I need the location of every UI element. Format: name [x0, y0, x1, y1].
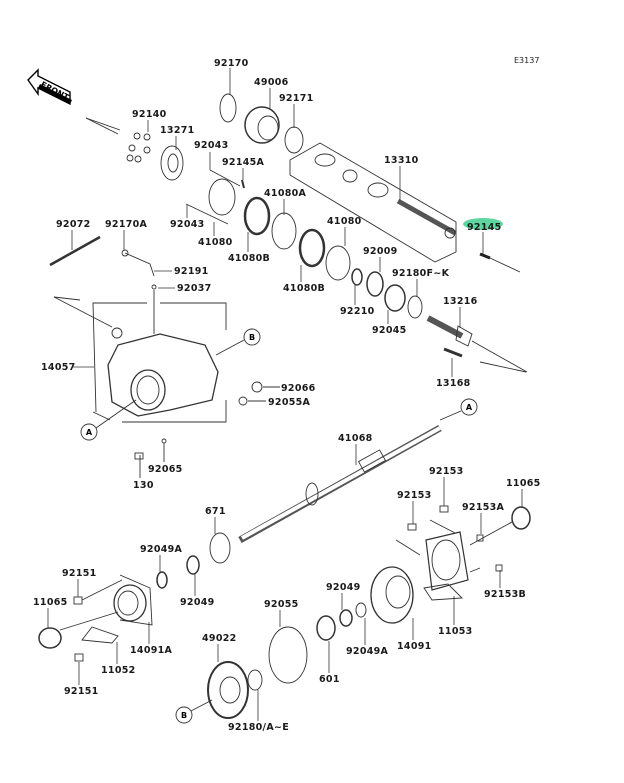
part-label-13168[interactable]: 13168 [436, 378, 471, 389]
part-label-92043[interactable]: 92043 [194, 140, 229, 151]
part-label-92049[interactable]: 92049 [180, 597, 215, 608]
part-label-14091a[interactable]: 14091A [130, 645, 173, 656]
part-label-92066[interactable]: 92066 [281, 383, 316, 394]
part-label-92049a[interactable]: 92049A [140, 544, 183, 555]
part-label-11065[interactable]: 11065 [506, 478, 541, 489]
part-label-92049a[interactable]: 92049A [346, 646, 389, 657]
part-label-13216[interactable]: 13216 [443, 296, 478, 307]
part-label-41080[interactable]: 41080 [327, 216, 362, 227]
part-label-11053[interactable]: 11053 [438, 626, 473, 637]
part-label-92153a[interactable]: 92153A [462, 502, 505, 513]
part-label-92065[interactable]: 92065 [148, 464, 183, 475]
ref-marker-a: A [86, 428, 93, 437]
part-label-92151[interactable]: 92151 [62, 568, 97, 579]
part-label-92145a[interactable]: 92145A [222, 157, 265, 168]
part-label-13310[interactable]: 13310 [384, 155, 419, 166]
ref-marker-b: B [181, 711, 187, 720]
part-label-14091[interactable]: 14091 [397, 641, 432, 652]
highlight-marker [463, 218, 503, 230]
part-label-92153b[interactable]: 92153B [484, 589, 527, 600]
part-label-92055[interactable]: 92055 [264, 599, 299, 610]
part-label-92170[interactable]: 92170 [214, 58, 249, 69]
ref-marker-a: A [466, 403, 473, 412]
part-label-49022[interactable]: 49022 [202, 633, 237, 644]
part-label-92009[interactable]: 92009 [363, 246, 398, 257]
part-label-130[interactable]: 130 [133, 480, 154, 491]
part-label-92043[interactable]: 92043 [170, 219, 205, 230]
part-label-671[interactable]: 671 [205, 506, 226, 517]
part-label-92170a[interactable]: 92170A [105, 219, 148, 230]
part-label-92072[interactable]: 92072 [56, 219, 91, 230]
part-label-92037[interactable]: 92037 [177, 283, 212, 294]
ref-marker-b: B [249, 333, 255, 342]
part-label-11052[interactable]: 11052 [101, 665, 136, 676]
part-label-92045[interactable]: 92045 [372, 325, 407, 336]
part-label-92191[interactable]: 92191 [174, 266, 209, 277]
part-label-92180f-k[interactable]: 92180F~K [392, 268, 450, 279]
part-label-11065[interactable]: 11065 [33, 597, 68, 608]
part-label-41080[interactable]: 41080 [198, 237, 233, 248]
part-label-41068[interactable]: 41068 [338, 433, 373, 444]
part-label-92153[interactable]: 92153 [429, 466, 464, 477]
part-label-13271[interactable]: 13271 [160, 125, 195, 136]
part-label-92055a[interactable]: 92055A [268, 397, 311, 408]
front-arrow-icon: FRONT [26, 66, 72, 106]
part-label-92180-a-e[interactable]: 92180/A~E [228, 722, 290, 733]
part-label-92151[interactable]: 92151 [64, 686, 99, 697]
part-label-41080a[interactable]: 41080A [264, 188, 307, 199]
part-label-92171[interactable]: 92171 [279, 93, 314, 104]
part-label-92210[interactable]: 92210 [340, 306, 375, 317]
diagram-code: E3137 [514, 56, 540, 65]
part-label-92140[interactable]: 92140 [132, 109, 167, 120]
part-label-49006[interactable]: 49006 [254, 77, 289, 88]
part-label-92049[interactable]: 92049 [326, 582, 361, 593]
part-label-41080b[interactable]: 41080B [283, 283, 326, 294]
part-label-41080b[interactable]: 41080B [228, 253, 271, 264]
part-label-601[interactable]: 601 [319, 674, 340, 685]
part-label-14057[interactable]: 14057 [41, 362, 76, 373]
part-label-92145[interactable]: 92145 [467, 222, 502, 233]
part-label-92153[interactable]: 92153 [397, 490, 432, 501]
